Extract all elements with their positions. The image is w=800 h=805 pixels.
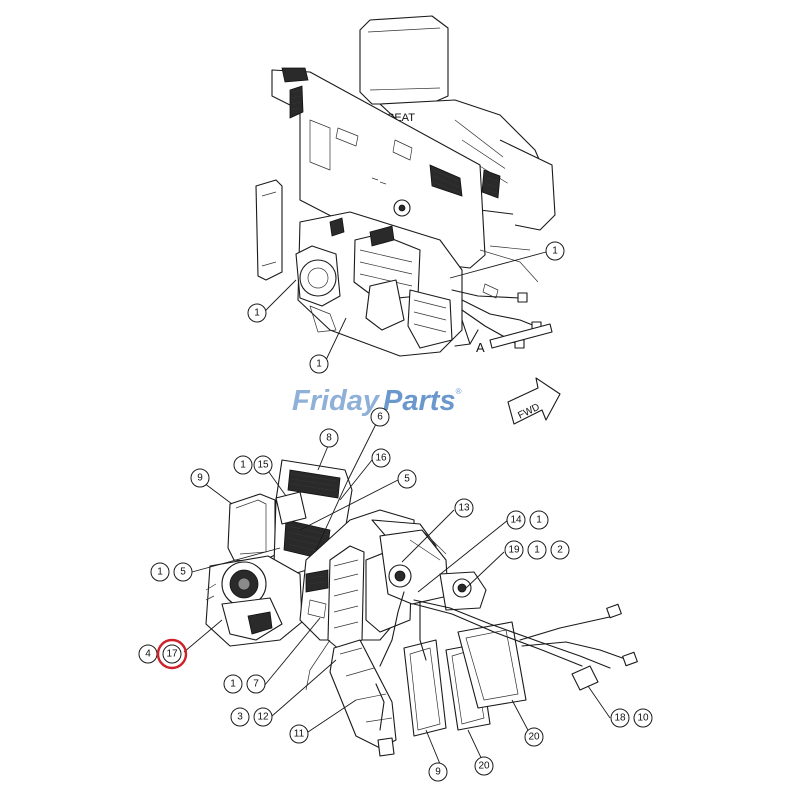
- cab-panel: [271, 67, 486, 269]
- callout-5-top: 5: [397, 469, 417, 489]
- svg-text:12: 12: [257, 712, 269, 723]
- callout-9-bottom: 9: [428, 762, 448, 782]
- svg-text:1: 1: [157, 567, 163, 578]
- svg-text:1: 1: [552, 246, 558, 257]
- callout-4: 4: [138, 644, 158, 664]
- svg-text:4: 4: [145, 649, 151, 660]
- callout-9-top: 9: [190, 468, 210, 488]
- watermark-word-1: Friday: [292, 385, 381, 417]
- wiring-harness: [305, 591, 638, 731]
- callout-20-b: 20: [524, 727, 544, 747]
- svg-text:10: 10: [637, 713, 649, 724]
- svg-text:9: 9: [197, 473, 203, 484]
- callout-20-a: 20: [474, 756, 494, 776]
- svg-text:9: 9: [435, 767, 441, 778]
- watermark-mark: ®: [456, 387, 462, 396]
- callout-1-19: 1: [527, 540, 547, 560]
- view-arrow: A: [454, 319, 553, 355]
- hvac-housing-top: [295, 211, 463, 357]
- callout-14: 14: [506, 510, 526, 530]
- svg-text:5: 5: [180, 567, 186, 578]
- callout-1-15: 1: [233, 455, 253, 475]
- callout-7: 7: [246, 674, 266, 694]
- svg-text:17: 17: [166, 649, 178, 660]
- callout-top-1c: 1: [545, 241, 565, 261]
- callout-17: 17: [162, 644, 182, 664]
- left-duct: [255, 179, 283, 281]
- callout-top-1b: 1: [309, 354, 329, 374]
- svg-text:1: 1: [536, 515, 542, 526]
- callout-1-14: 1: [529, 510, 549, 530]
- callout-19: 19: [504, 540, 524, 560]
- callout-16: 16: [371, 448, 391, 468]
- duct-11: [329, 639, 397, 757]
- duct-9-upper: [227, 493, 276, 563]
- callout-1-7: 1: [223, 674, 243, 694]
- fwd-arrow: FWD: [507, 377, 561, 425]
- callout-6: 6: [370, 407, 390, 427]
- callout-15: 15: [253, 455, 273, 475]
- valve-block: [379, 529, 487, 611]
- svg-text:8: 8: [326, 433, 332, 444]
- svg-text:2: 2: [557, 545, 563, 556]
- svg-text:1: 1: [534, 545, 540, 556]
- callout-11: 11: [289, 724, 309, 744]
- filter-frames: [403, 621, 527, 737]
- svg-text:20: 20: [528, 732, 540, 743]
- callout-2: 2: [550, 540, 570, 560]
- svg-text:15: 15: [257, 460, 269, 471]
- callout-13: 13: [454, 498, 474, 518]
- svg-text:6: 6: [377, 412, 383, 423]
- svg-text:7: 7: [253, 679, 259, 690]
- svg-text:1: 1: [230, 679, 236, 690]
- callout-8: 8: [319, 428, 339, 448]
- callout-top-1a: 1: [247, 303, 267, 323]
- svg-text:16: 16: [375, 453, 387, 464]
- callout-18: 18: [610, 708, 630, 728]
- callout-10: 10: [633, 708, 653, 728]
- svg-text:11: 11: [294, 729, 305, 740]
- svg-text:20: 20: [478, 761, 490, 772]
- blower-assembly: [205, 555, 303, 647]
- bottom-assembly: [183, 419, 638, 765]
- callout-5: 5: [173, 562, 193, 582]
- highlight-ring-17: [156, 638, 188, 670]
- svg-text:5: 5: [404, 474, 410, 485]
- top-assembly: SEAT: [255, 15, 561, 425]
- svg-text:14: 14: [510, 515, 522, 526]
- view-label: A: [476, 340, 485, 355]
- svg-text:3: 3: [237, 712, 243, 723]
- harness-top: [451, 245, 542, 349]
- callout-1-5: 1: [150, 562, 170, 582]
- callout-3: 3: [230, 707, 250, 727]
- svg-text:1: 1: [316, 359, 322, 370]
- svg-text:13: 13: [458, 503, 470, 514]
- svg-text:1: 1: [240, 460, 246, 471]
- svg-text:18: 18: [614, 713, 626, 724]
- watermark-word-2: Parts: [383, 385, 456, 417]
- svg-text:1: 1: [254, 308, 260, 319]
- callout-12: 12: [253, 707, 273, 727]
- svg-text:19: 19: [508, 545, 520, 556]
